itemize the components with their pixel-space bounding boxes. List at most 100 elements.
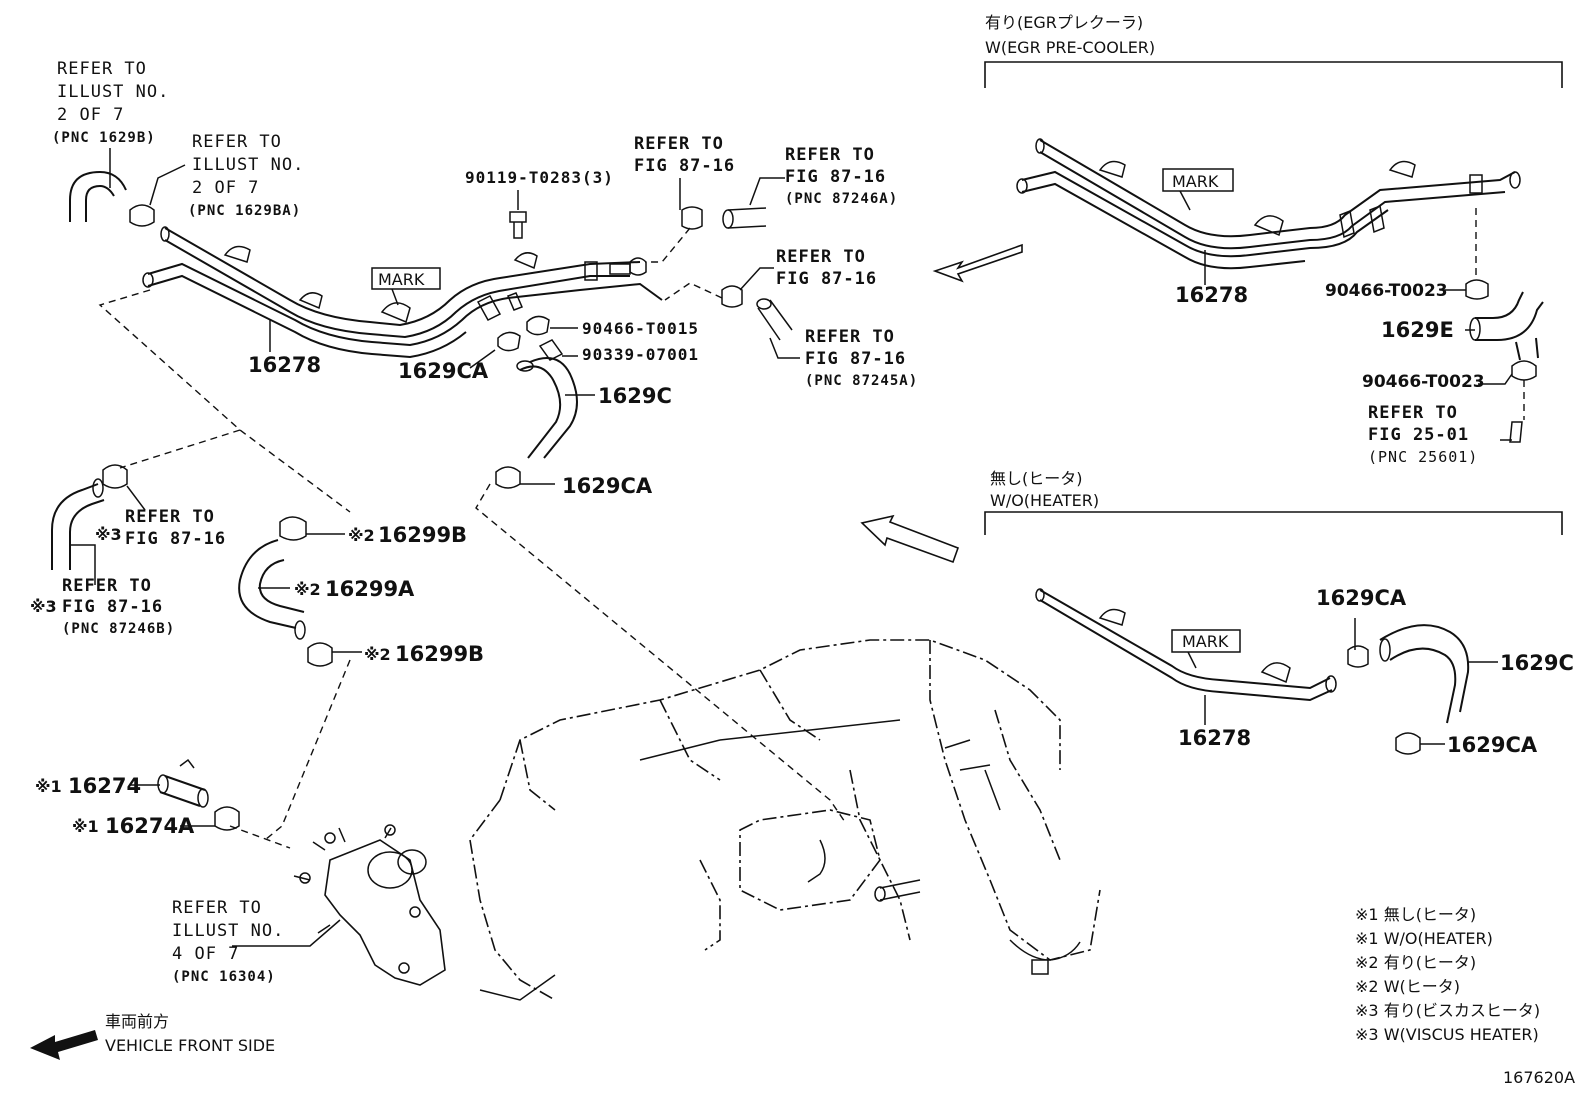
ref-fig-f-l2: FIG 87-16 <box>62 597 163 617</box>
hose-1629c-label: 1629C <box>598 384 672 408</box>
noheater-clamp-top-label: 1629CA <box>1316 586 1407 610</box>
ref-fig-e-l1: REFER TO <box>125 507 215 527</box>
part-16274-label: 16274 <box>68 774 141 798</box>
svg-text:※3 有り(ビスカスヒータ): ※3 有り(ビスカスヒータ) <box>1355 1001 1540 1020</box>
ref-fig-e-l2: FIG 87-16 <box>125 529 226 549</box>
legend-marker: ※1 <box>1355 905 1379 924</box>
legend-text: W(ヒータ) <box>1384 977 1460 996</box>
ref-1629ba-l2: ILLUST NO. <box>192 155 304 175</box>
ref-fig-b-l2: FIG 87-16 <box>785 167 886 187</box>
svg-text:※2 有り(ヒータ): ※2 有り(ヒータ) <box>1355 953 1476 972</box>
ref-16304-l4: (PNC 16304) <box>172 969 276 985</box>
plug-90339-icon <box>538 339 564 361</box>
legend-text: 無し(ヒータ) <box>1384 905 1477 924</box>
marker-3-b: ※3 <box>30 597 57 616</box>
egr-hose-label: 1629E <box>1381 318 1454 342</box>
legend-text: W(VISCUS HEATER) <box>1384 1025 1539 1044</box>
noheater-clamp-bot-icon <box>1395 732 1421 755</box>
noheater-mark-label: MARK <box>1182 632 1229 651</box>
variant-arrow-noheater <box>860 514 960 564</box>
egr-variant-en: W(EGR PRE-COOLER) <box>985 38 1155 57</box>
egr-mark-label: MARK <box>1172 172 1219 191</box>
egr-clip-bot-label: 90466-T0023 <box>1362 372 1485 392</box>
marker-1-a: ※1 <box>35 777 62 796</box>
ref-1629b-l3: 2 OF 7 <box>57 105 124 125</box>
svg-text:※1 W/O(HEATER): ※1 W/O(HEATER) <box>1355 929 1493 948</box>
egr-clip-top-icon <box>1465 279 1489 300</box>
hose-16299a-label: 16299A <box>325 577 415 601</box>
hose-1629c-icon <box>519 357 578 459</box>
ref-fig-b-l1: REFER TO <box>785 145 875 165</box>
clamp-1629ca-a-label: 1629CA <box>398 359 489 383</box>
ref-fig-f-l3: (PNC 87246B) <box>62 621 175 637</box>
marker-3-a: ※3 <box>95 525 122 544</box>
clip-t0015-label: 90466-T0015 <box>582 319 699 338</box>
legend-text: 有り(ビスカスヒータ) <box>1384 1001 1541 1020</box>
clamp-1629ba-icon <box>129 204 155 227</box>
clamp-16299b-top-icon <box>279 516 307 541</box>
clamp-fig-e-icon <box>102 464 128 489</box>
part-16274-icon <box>159 775 206 807</box>
legend-text: W/O(HEATER) <box>1384 929 1493 948</box>
clamp-fig-c-icon <box>721 285 743 308</box>
clamp-1629ca-b-icon <box>495 466 521 489</box>
dash-link-left <box>98 289 351 513</box>
diagram-id: 167620A <box>1503 1068 1575 1087</box>
legend-marker: ※2 <box>1355 953 1379 972</box>
marker-2-a: ※2 <box>348 526 375 545</box>
vehicle-front-arrow-icon <box>30 1030 98 1060</box>
engine-outline <box>469 639 1101 1001</box>
svg-text:※1 無し(ヒータ): ※1 無し(ヒータ) <box>1355 905 1476 924</box>
ref-fig-a-l1: REFER TO <box>634 134 724 154</box>
legend-marker: ※2 <box>1355 977 1379 996</box>
legend-marker: ※3 <box>1355 1025 1379 1044</box>
ref-1629ba-l4: (PNC 1629BA) <box>188 203 301 219</box>
clamp-1629ca-b-label: 1629CA <box>562 474 653 498</box>
ref-fig-d-l2: FIG 87-16 <box>805 349 906 369</box>
plug-90339-label: 90339-07001 <box>582 345 699 364</box>
marker-2-c: ※2 <box>364 645 391 664</box>
noheater-mark-box <box>1171 629 1241 653</box>
egr-variant-group: 有り(EGRプレクーラ) W(EGR PRE-COOLER) MARK 1627… <box>984 13 1563 466</box>
noheater-variant-en: W/O(HEATER) <box>990 491 1099 510</box>
bolt-icon <box>509 211 527 239</box>
ref-1629ba-l1: REFER TO <box>192 132 282 152</box>
ref-1629b-l2: ILLUST NO. <box>57 82 169 102</box>
ref-1629ba-l3: 2 OF 7 <box>192 178 259 198</box>
clamp-fig-a-icon <box>681 206 703 230</box>
legend-marker: ※1 <box>1355 929 1379 948</box>
ref-fig25-l3: (PNC 25601) <box>1368 448 1478 466</box>
ref-1629b-group: REFER TO ILLUST NO. 2 OF 7 (PNC 1629B) <box>52 59 169 222</box>
ref-fig-a-l2: FIG 87-16 <box>634 156 735 176</box>
svg-text:※3 W(VISCUS HEATER): ※3 W(VISCUS HEATER) <box>1355 1025 1539 1044</box>
front-jp: 車両前方 <box>105 1012 169 1031</box>
legend-text: 有り(ヒータ) <box>1384 953 1477 972</box>
egr-pipe-label: 16278 <box>1175 283 1248 307</box>
egr-variant-jp: 有り(EGRプレクーラ) <box>985 13 1143 32</box>
water-inlet-housing <box>293 824 446 986</box>
ref-1629b-l4: (PNC 1629B) <box>52 130 156 146</box>
legend-marker: ※3 <box>1355 1001 1379 1020</box>
egr-hose-1629e-icon <box>1475 291 1544 341</box>
marker-1-b: ※1 <box>72 817 99 836</box>
ref-fig-d-l1: REFER TO <box>805 327 895 347</box>
clamp-16274a-icon <box>214 806 240 831</box>
hose-fig-d-icon <box>757 299 793 341</box>
variant-arrow-egr <box>932 243 1023 283</box>
hose-1629b-icon <box>69 170 127 222</box>
hose-16299a-icon <box>238 539 305 629</box>
ref-1629b-l1: REFER TO <box>57 59 147 79</box>
clamp-1629ca-a-icon <box>497 331 521 352</box>
egr-pipe-16278 <box>1016 138 1521 270</box>
hose-fig-f-icon <box>51 483 105 570</box>
noheater-hose-label: 1629C <box>1500 651 1574 675</box>
clip-t0015-icon <box>526 315 550 336</box>
ref-fig-b-l3: (PNC 87246A) <box>785 191 898 207</box>
ref-fig-c-l2: FIG 87-16 <box>776 269 877 289</box>
ref-16304-l3: 4 OF 7 <box>172 944 239 964</box>
noheater-pipe-label: 16278 <box>1178 726 1251 750</box>
noheater-clamp-top-icon <box>1347 645 1369 668</box>
noheater-hose-icon <box>1379 624 1470 724</box>
